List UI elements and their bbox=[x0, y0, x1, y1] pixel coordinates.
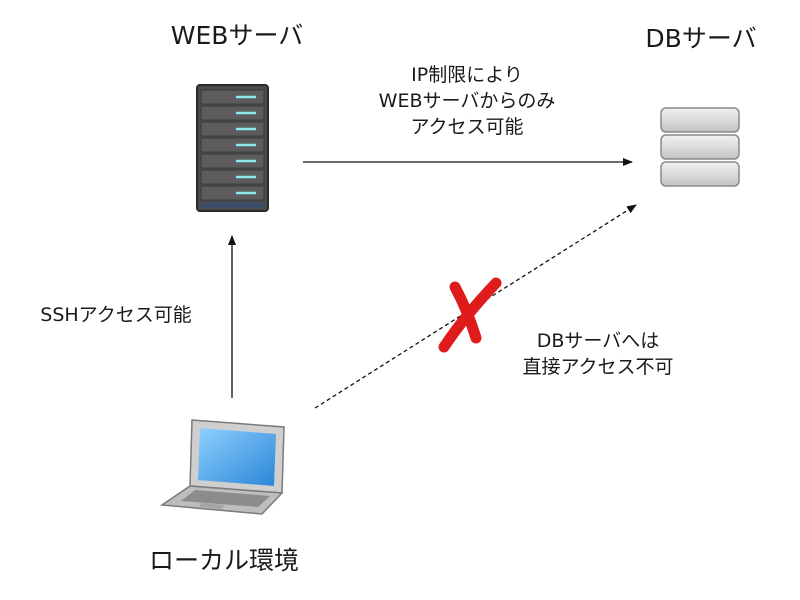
annotation-line: WEBサーバからのみ bbox=[378, 90, 556, 112]
db-server-icon bbox=[660, 107, 740, 187]
annotation-line: DBサーバへは bbox=[536, 330, 660, 352]
laptop-icon bbox=[159, 419, 285, 515]
local-env-label: ローカル環境 bbox=[148, 546, 300, 575]
db-server-label: DBサーバ bbox=[645, 24, 757, 53]
annotation-line: 直接アクセス不可 bbox=[522, 356, 674, 378]
db-direct-annotation: DBサーバへは 直接アクセス不可 bbox=[522, 328, 673, 380]
ssh-annotation: SSHアクセス可能 bbox=[40, 304, 192, 326]
web-server-label: WEBサーバ bbox=[170, 21, 304, 50]
annotation-line: IP制限により bbox=[411, 64, 523, 86]
web-server-icon bbox=[196, 84, 269, 212]
cross-mark-icon bbox=[438, 277, 502, 353]
annotation-line: アクセス可能 bbox=[410, 116, 524, 138]
web-to-db-annotation: IP制限により WEBサーバからのみ アクセス可能 bbox=[379, 62, 556, 140]
